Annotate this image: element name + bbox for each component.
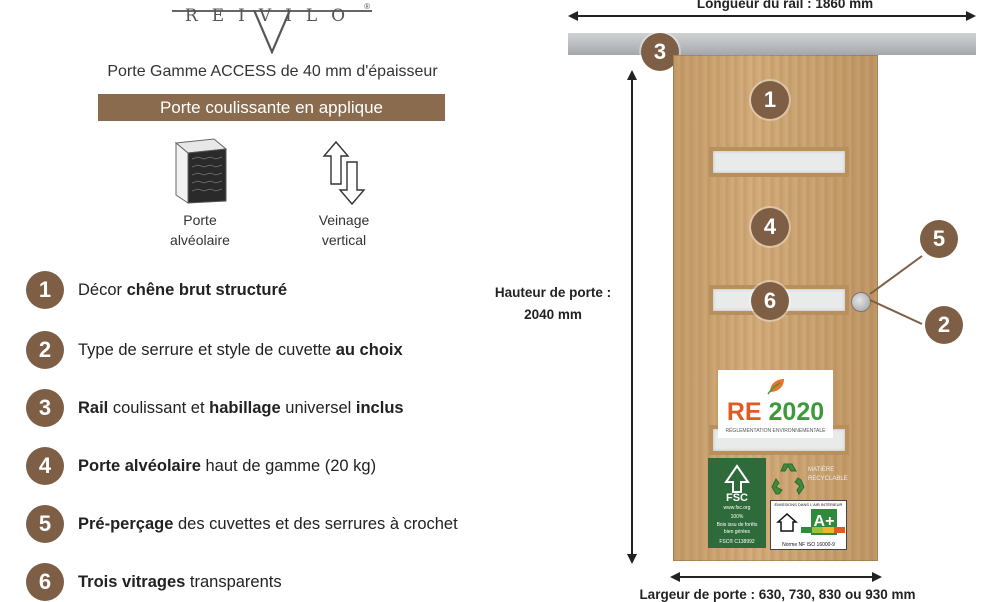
logo-rule: [172, 10, 372, 12]
recycle-icon: [771, 463, 805, 495]
honeycomb-core-icon: [174, 138, 228, 204]
feature-list-item: 3 Rail coulissant et habillage universel …: [26, 388, 404, 428]
feature-text: Type de serrure et style de cuvette au c…: [78, 341, 403, 360]
brand-logo: REIVILO ®: [172, 0, 372, 56]
logo-v-mark: [252, 10, 292, 54]
badge-decor: 1: [751, 81, 789, 119]
re2020-logo: RE 2020 RÉGLEMENTATION ENVIRONNEMENTALE: [718, 370, 833, 438]
feature-number-badge: 5: [26, 505, 64, 543]
feature-text-plain: Type de serrure et style de cuvette: [78, 340, 336, 359]
door-height-label: Hauteur de porte : 2040 mm: [494, 285, 612, 322]
feature-text-bold: Rail: [78, 398, 109, 417]
feature-list-item: 4 Porte alvéolaire haut de gamme (20 kg): [26, 446, 376, 486]
feature-text: Porte alvéolaire haut de gamme (20 kg): [78, 457, 376, 476]
brand-trademark: ®: [364, 2, 370, 11]
glazing-top: [709, 147, 849, 177]
fsc-logo: FSC www.fsc.org 100% Bois issu de forêts…: [708, 458, 766, 548]
air-quality-norm: Norme NF ISO 16000-9: [782, 542, 835, 548]
feature-text-bold: inclus: [355, 398, 404, 417]
feature-text-bold: Porte alvéolaire: [78, 456, 201, 475]
fsc-percent: 100%: [730, 514, 744, 520]
re2020-re: RE: [726, 398, 762, 426]
feature-number-badge: 1: [26, 271, 64, 309]
badge-lock: 2: [925, 306, 963, 344]
feature-text-bold: Trois vitrages: [78, 572, 186, 591]
feature-number-badge: 2: [26, 331, 64, 369]
feature-text-plain: coulissant et: [108, 398, 210, 417]
air-quality-scale: [801, 527, 845, 533]
feature-list-item: 5 Pré-perçage des cuvettes et des serrure…: [26, 504, 458, 544]
badge-core: 4: [751, 208, 789, 246]
re2020-year: 2020: [768, 398, 825, 426]
door-width-arrow: [670, 572, 882, 582]
vertical-arrows-icon: [322, 140, 366, 206]
feature-text-bold: habillage: [209, 398, 281, 417]
feature-list-item: 2 Type de serrure et style de cuvette au …: [26, 330, 403, 370]
feature-text: Décor chêne brut structuré: [78, 281, 287, 300]
feature-number-badge: 3: [26, 389, 64, 427]
feature-list-item: 1 Décor chêne brut structuré: [26, 270, 287, 310]
fsc-code: FSC® C138992: [719, 539, 755, 545]
feature-text-bold: Pré-perçage: [78, 514, 174, 533]
sliding-rail: [568, 33, 976, 55]
air-quality-title: ÉMISSIONS DANS L'AIR INTÉRIEUR: [774, 502, 843, 507]
door-height-arrow: [627, 70, 637, 564]
door-width-label: Largeur de porte : 630, 730, 830 ou 930 …: [639, 587, 916, 602]
feature-text-plain: des cuvettes et des serrures à crochet: [173, 514, 458, 533]
product-type-banner: Porte coulissante en applique: [98, 94, 445, 121]
recyclable-label: MATIÈRE RECYCLABLE: [808, 467, 848, 482]
fsc-desc: Bois issu de forêts bien gérées: [716, 522, 758, 535]
feature-text-plain: Décor: [78, 280, 127, 299]
feature-number-badge: 4: [26, 447, 64, 485]
fsc-tree-icon: [724, 464, 750, 493]
rail-length-arrow: [568, 11, 976, 21]
product-subtitle: Porte Gamme ACCESS de 40 mm d'épaisseur: [107, 63, 438, 80]
fsc-name: FSC: [726, 492, 748, 504]
feature-text: Rail coulissant et habillage universel i…: [78, 399, 404, 418]
feature-text-plain: universel: [280, 398, 356, 417]
fsc-url: www.fsc.org: [723, 505, 751, 511]
feature-text: Pré-perçage des cuvettes et des serrures…: [78, 515, 458, 534]
feature-text: Trois vitrages transparents: [78, 573, 282, 592]
callout-lines: [869, 255, 923, 325]
house-icon: [776, 512, 798, 532]
feature-text-plain: haut de gamme (20 kg): [200, 456, 377, 475]
badge-glazing: 6: [751, 282, 789, 320]
door-handle-cup: [851, 292, 871, 312]
feature-text-bold: au choix: [335, 340, 403, 359]
leaf-icon: [767, 379, 784, 395]
feature-list-item: 6 Trois vitrages transparents: [26, 562, 282, 602]
feature-text-bold: chêne brut structuré: [126, 280, 288, 299]
feature-number-badge: 6: [26, 563, 64, 601]
badge-rail: 3: [641, 33, 679, 71]
badge-prebore: 5: [920, 220, 958, 258]
rail-length-label: Longueur du rail : 1860 mm: [696, 0, 874, 11]
feature-text-plain: transparents: [185, 572, 282, 591]
air-quality-label: ÉMISSIONS DANS L'AIR INTÉRIEUR A+ Norme …: [770, 500, 847, 550]
feature-vertical-grain-label: Veinage vertical: [318, 212, 370, 248]
brand-name: REIVILO: [184, 6, 360, 26]
feature-honeycomb-label: Porte alvéolaire: [170, 212, 230, 248]
re2020-subtitle: RÉGLEMENTATION ENVIRONNEMENTALE: [725, 428, 826, 434]
